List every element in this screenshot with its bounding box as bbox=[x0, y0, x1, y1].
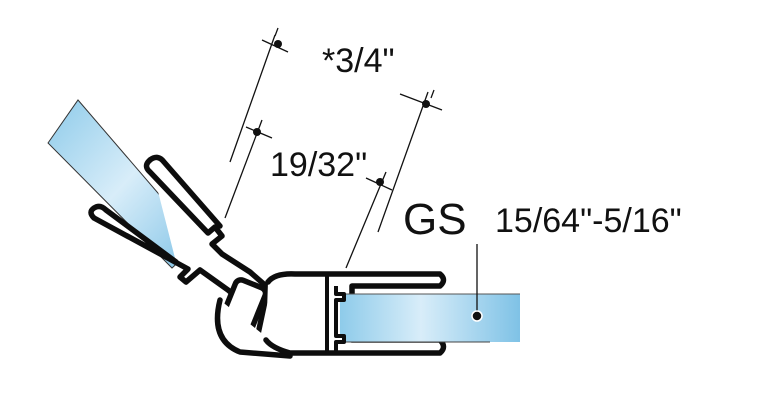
right-seal-profile bbox=[325, 276, 346, 352]
outer-dimension-label: *3/4" bbox=[322, 42, 395, 80]
inner-dimension-label: 19/32" bbox=[270, 146, 368, 184]
left-seal-profile bbox=[88, 154, 269, 303]
glass-thickness-label: 15/64"-5/16" bbox=[495, 202, 682, 240]
right-glass-panel bbox=[340, 293, 520, 343]
glass-leader-line bbox=[471, 244, 483, 322]
outer-dimension-lines bbox=[229, 27, 443, 233]
inner-dimension-lines bbox=[224, 119, 393, 269]
magnetic-seal-strips bbox=[214, 271, 447, 359]
glass-code-label: GS bbox=[403, 195, 467, 244]
